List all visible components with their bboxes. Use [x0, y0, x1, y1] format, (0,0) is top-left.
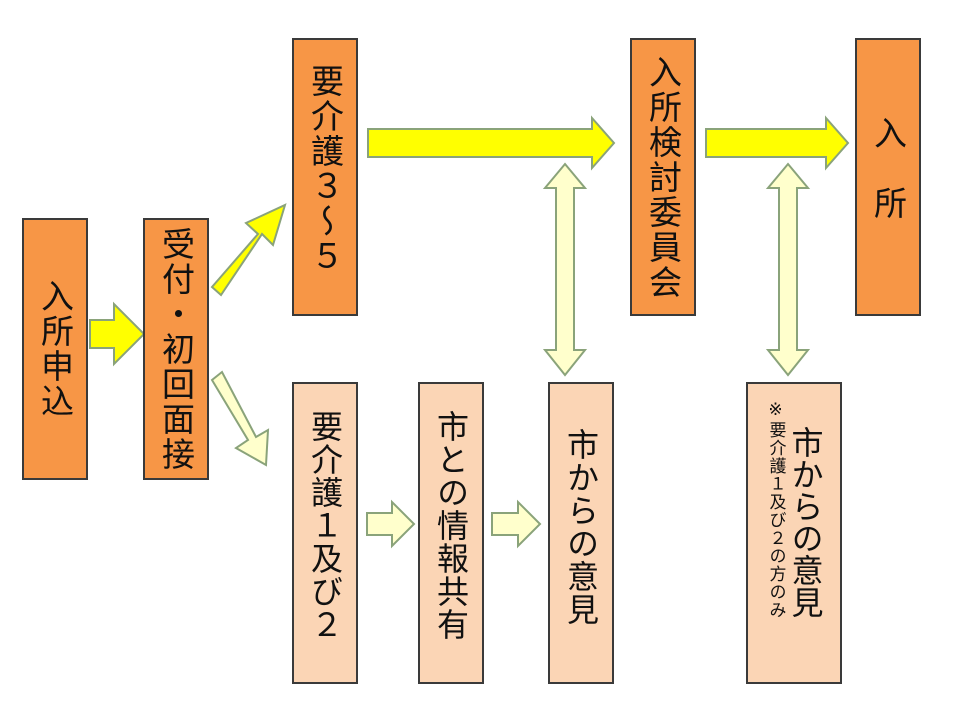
node-admission: 入 所	[855, 38, 921, 316]
node-care-level-1-2: 要介護１及び２	[292, 382, 358, 684]
node-care-level-3-5-label: 要介護３～５	[305, 64, 345, 274]
node-info-sharing-label: 市との情報共有	[432, 410, 470, 641]
arrow-care-1-2-to-info-sharing	[366, 499, 416, 549]
arrow-committee-to-admission	[705, 115, 850, 171]
node-city-opinion-1: 市からの意見	[548, 382, 614, 684]
arrow-care-3-5-to-committee	[367, 115, 616, 171]
arrow-application-to-reception	[89, 301, 146, 367]
double-arrow-city-opinion-1	[542, 162, 588, 377]
node-committee: 入所検討委員会	[630, 38, 696, 316]
node-city-opinion-2-label: 市からの意見	[786, 426, 825, 618]
node-care-level-3-5: 要介護３～５	[292, 38, 358, 316]
double-arrow-city-opinion-2	[765, 162, 811, 377]
node-city-opinion-1-label: 市からの意見	[562, 428, 600, 626]
arrow-reception-to-care-1-2	[210, 370, 270, 467]
node-city-opinion-2-note: ※要介護１及び２の方のみ	[765, 400, 786, 619]
node-reception-label: 受付・初回面接	[156, 226, 196, 472]
arrow-info-sharing-to-city-opinion	[491, 499, 542, 549]
node-reception: 受付・初回面接	[143, 218, 209, 480]
node-application-label: 入所申込	[35, 279, 75, 419]
node-committee-label: 入所検討委員会	[643, 54, 683, 300]
node-admission-label: 入 所	[868, 116, 908, 221]
node-city-opinion-2: 市からの意見 ※要介護１及び２の方のみ	[746, 382, 842, 684]
arrow-reception-to-care-3-5	[210, 203, 287, 297]
node-care-level-1-2-label: 要介護１及び２	[306, 410, 344, 641]
node-application: 入所申込	[22, 218, 88, 480]
node-info-sharing: 市との情報共有	[418, 382, 484, 684]
